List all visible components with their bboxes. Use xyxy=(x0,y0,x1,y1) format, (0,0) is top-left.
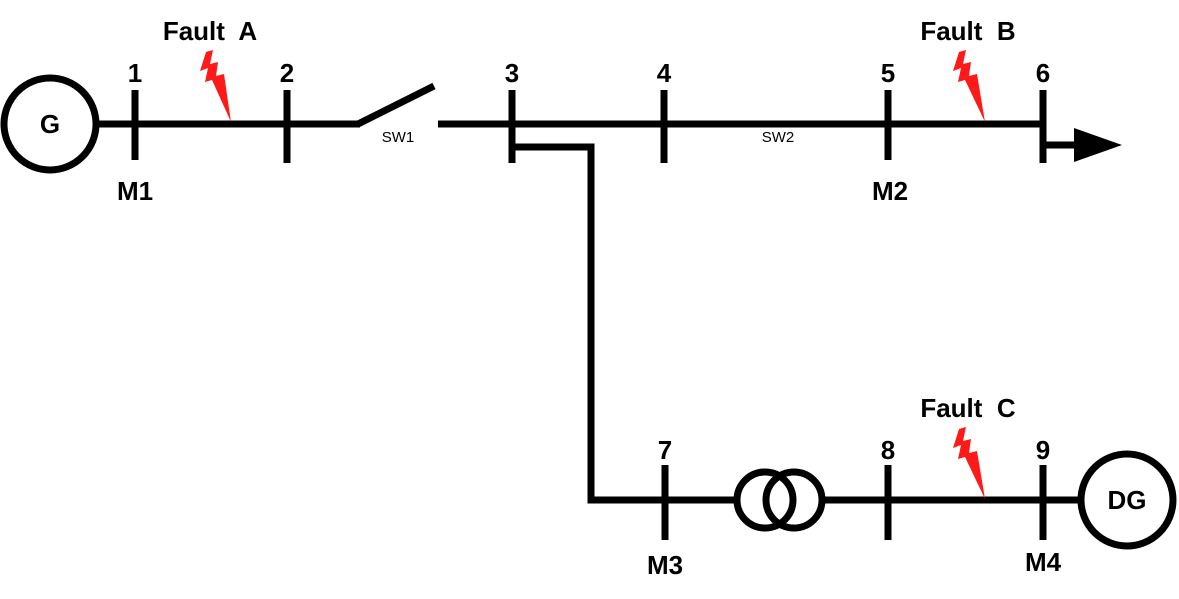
generator-symbol xyxy=(0,74,100,174)
meter-label-m1: M1 xyxy=(117,176,153,206)
meter-label-m2: M2 xyxy=(872,176,908,206)
switch-label-sw1: SW1 xyxy=(382,129,415,146)
lightning-bolt-icon xyxy=(953,50,985,122)
switch-label-sw2: SW2 xyxy=(762,129,795,146)
fault-label-b: Fault B xyxy=(920,16,1015,46)
switch-sw1-blade xyxy=(356,82,436,128)
bus-label-2: 2 xyxy=(280,58,294,88)
meter-label-m4: M4 xyxy=(1025,547,1062,577)
fault-label-a: Fault A xyxy=(163,16,258,46)
load-arrow-icon xyxy=(1074,128,1122,162)
branch-line-bus3-to-bus7 xyxy=(512,143,665,504)
lightning-bolt-icon xyxy=(200,50,231,122)
fault-label-c: Fault C xyxy=(920,393,1016,423)
bus-label-3: 3 xyxy=(505,58,519,88)
bus-label-8: 8 xyxy=(881,435,895,465)
bus-label-7: 7 xyxy=(658,435,672,465)
generator-label: G xyxy=(40,109,60,139)
bus-label-1: 1 xyxy=(128,58,142,88)
transformer-icon xyxy=(733,468,826,532)
lightning-bolt-icon xyxy=(953,427,985,499)
bus-label-5: 5 xyxy=(881,58,895,88)
dg-label: DG xyxy=(1108,485,1147,515)
meter-label-m3: M3 xyxy=(647,550,683,580)
bus-label-6: 6 xyxy=(1036,58,1050,88)
dg-symbol xyxy=(1077,450,1177,550)
bus-label-4: 4 xyxy=(657,58,672,88)
bus-label-9: 9 xyxy=(1036,435,1050,465)
